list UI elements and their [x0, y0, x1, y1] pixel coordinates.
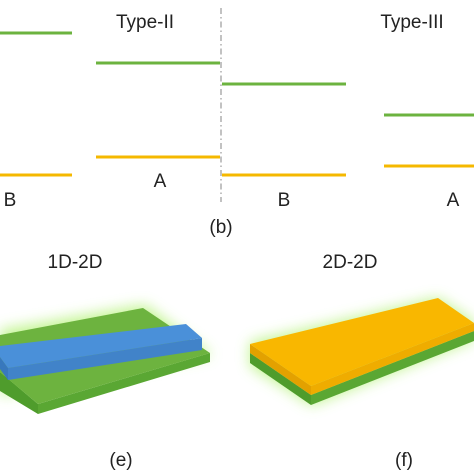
- 2d-2d-title: 2D-2D: [323, 252, 378, 273]
- top-layer-top: [250, 298, 474, 386]
- nanowire-end-face: [0, 357, 8, 380]
- nanowire-top-face: [0, 324, 202, 368]
- panel-label-e: (e): [109, 450, 132, 471]
- type-iii-title: Type-III: [380, 12, 443, 33]
- substrate-side-left: [38, 353, 210, 414]
- bottom-layer-front: [250, 353, 311, 405]
- bottom-layer-side: [311, 331, 474, 405]
- top-layer-side: [311, 323, 474, 395]
- substrate-front-left: [0, 372, 38, 414]
- type-iii-diagram: Type-III B A: [222, 12, 474, 211]
- type-ii-title: Type-II: [116, 12, 174, 33]
- material-a-label-right: A: [447, 190, 460, 211]
- panel-label-b: (b): [209, 217, 232, 238]
- panel-label-f: (f): [395, 450, 413, 471]
- 1d-2d-heterostructure: [0, 305, 212, 414]
- 1d-2d-title: 1D-2D: [48, 252, 103, 273]
- top-layer-front: [250, 344, 311, 395]
- material-b-label-right: B: [278, 190, 291, 211]
- material-b-label-left: B: [4, 190, 17, 211]
- material-a-label-left: A: [154, 171, 167, 192]
- nanowire-side-face: [8, 338, 202, 380]
- type-ii-diagram: Type-II B A: [0, 12, 220, 211]
- 2d-2d-heterostructure: [250, 298, 474, 405]
